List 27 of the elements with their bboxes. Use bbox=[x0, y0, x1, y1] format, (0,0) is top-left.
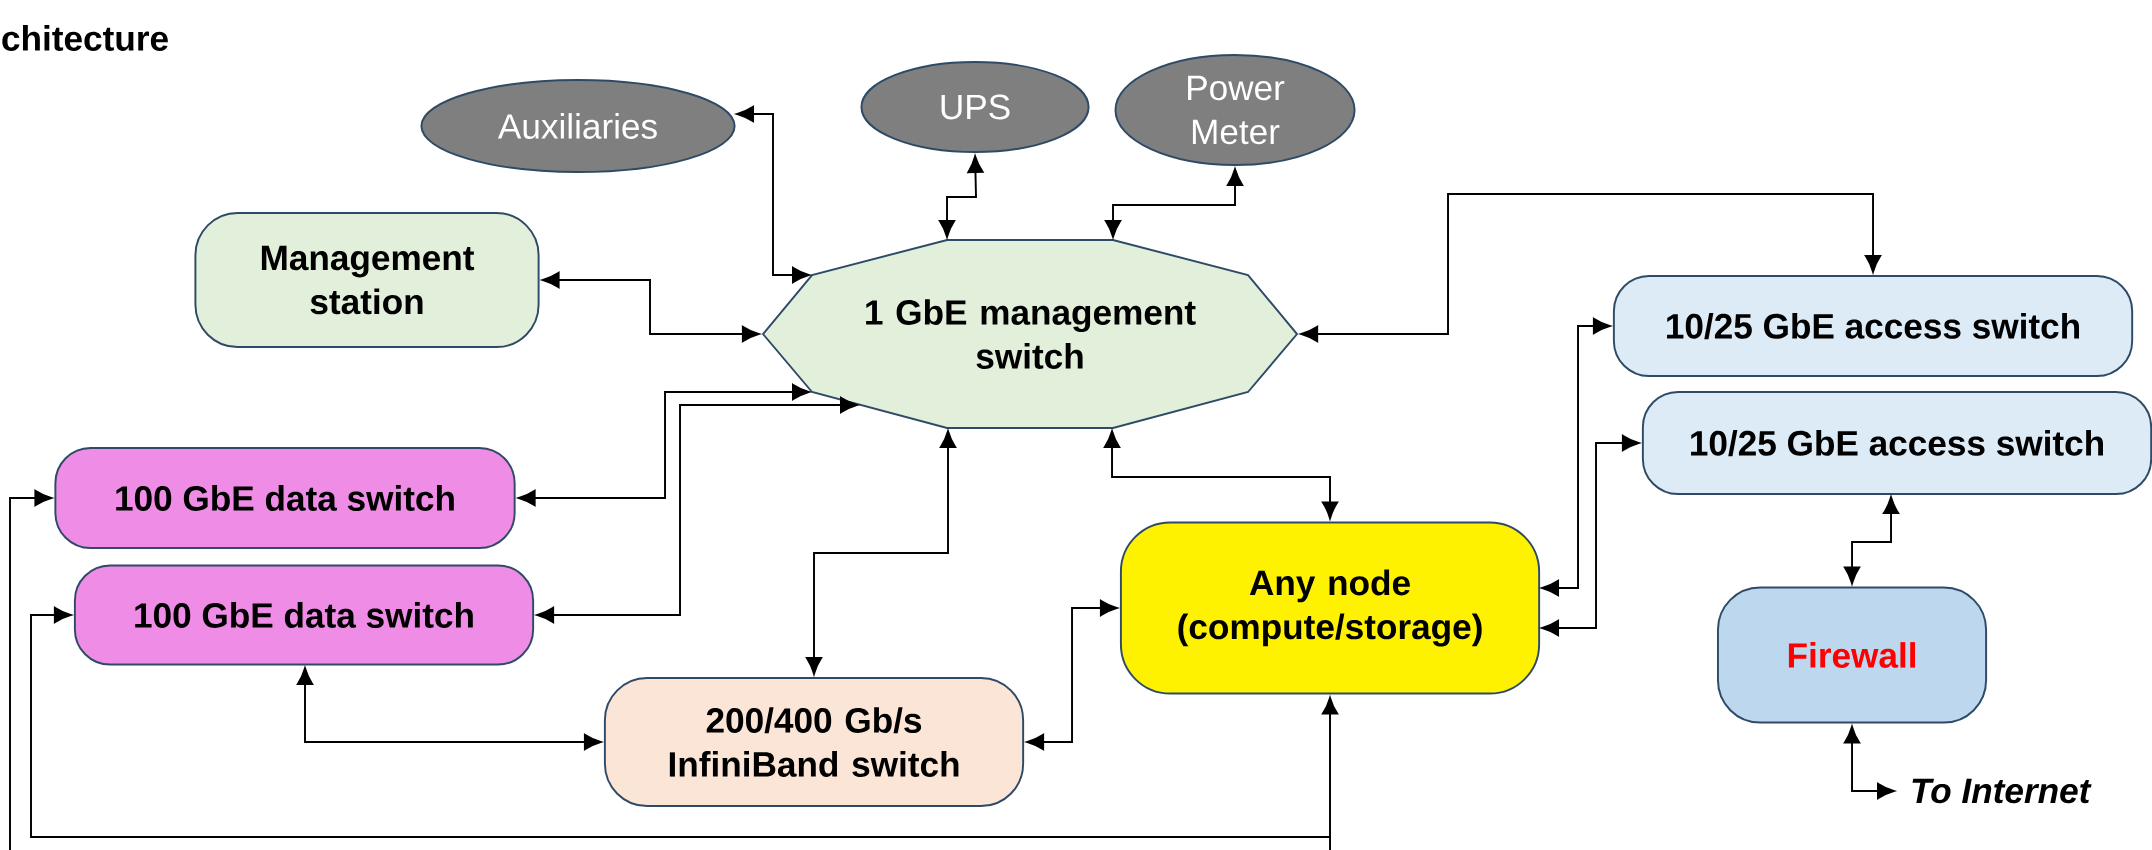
connector-arrow bbox=[1541, 317, 1611, 597]
connector-arrow bbox=[536, 396, 858, 624]
destination-label: To Internet bbox=[1912, 778, 2092, 804]
connector-arrow bbox=[1843, 725, 1895, 800]
connector-arrow bbox=[938, 155, 984, 238]
connector-arrow bbox=[1300, 193, 1882, 343]
connector-arrow bbox=[518, 383, 810, 507]
connector-arrow bbox=[1103, 430, 1339, 520]
connector-arrow bbox=[296, 667, 602, 751]
connector-arrow bbox=[1843, 496, 1900, 585]
node-box: Any node (compute/storage) bbox=[1119, 521, 1541, 695]
connector-arrow bbox=[542, 271, 760, 343]
switch-box: 100 GbE data switch bbox=[54, 447, 516, 550]
connector-arrow bbox=[9, 489, 1331, 850]
switch-box: 100 GbE data switch bbox=[73, 564, 535, 666]
firewall-box: Firewall bbox=[1717, 586, 1988, 724]
switch-box: 10/25 GbE access switch bbox=[1641, 391, 2152, 495]
connector-arrow bbox=[736, 105, 810, 284]
switch-box: 10/25 GbE access switch bbox=[1612, 275, 2134, 377]
connector-arrow bbox=[1104, 168, 1244, 238]
connector-arrow bbox=[1541, 434, 1640, 637]
switch-box: 200/400 Gb/s InfiniBand switch bbox=[603, 677, 1025, 808]
title: chitecture bbox=[2, 25, 168, 51]
connector-arrow bbox=[30, 606, 1339, 838]
station-box: Management station bbox=[194, 212, 540, 349]
connector-arrow bbox=[805, 430, 957, 675]
connector-arrow bbox=[1026, 599, 1118, 751]
